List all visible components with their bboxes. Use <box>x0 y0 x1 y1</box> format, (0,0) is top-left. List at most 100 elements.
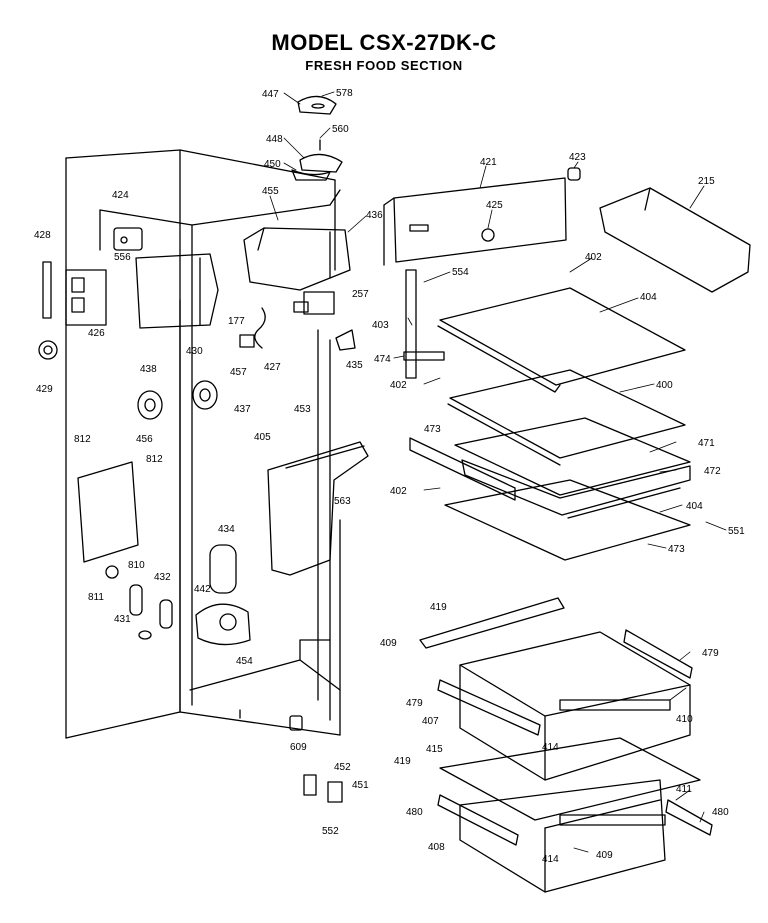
part-label: 424 <box>112 190 129 201</box>
dairy-bin-215 <box>599 187 751 293</box>
part-label: 473 <box>668 544 685 555</box>
part-label: 414 <box>542 742 559 753</box>
part-label: 448 <box>266 134 283 145</box>
part-label: 407 <box>422 716 439 727</box>
part-label: 419 <box>430 602 447 613</box>
cover-812 <box>77 461 139 563</box>
part-label: 410 <box>676 714 693 725</box>
part-label: 447 <box>262 89 279 100</box>
bracket-448 <box>299 139 343 173</box>
part-label: 455 <box>262 186 279 197</box>
part-label: 405 <box>254 432 271 443</box>
part-label: 560 <box>332 124 349 135</box>
part-label: 554 <box>452 267 469 278</box>
part-label: 812 <box>74 434 91 445</box>
light-socket-429 <box>38 340 58 360</box>
cover-415 <box>439 737 701 821</box>
rail-479-left <box>437 679 541 736</box>
rail-473 <box>409 437 516 501</box>
rail-479-right <box>623 629 693 679</box>
pan-support-419 <box>419 597 565 649</box>
cabinet-liner <box>65 149 341 739</box>
part-label: 426 <box>88 328 105 339</box>
part-label: 810 <box>128 560 145 571</box>
shelf-400 <box>447 369 686 466</box>
damper-442 <box>195 603 251 646</box>
part-label: 450 <box>264 159 281 170</box>
part-label: 427 <box>264 362 281 373</box>
bracket-451 <box>327 781 343 803</box>
part-label: 442 <box>194 584 211 595</box>
part-label: 454 <box>236 656 253 667</box>
switch-257 <box>303 291 335 315</box>
rail-480-left <box>437 794 519 846</box>
part-label: 811 <box>88 592 104 603</box>
page-subtitle: FRESH FOOD SECTION <box>305 58 463 73</box>
part-label: 415 <box>426 744 443 755</box>
part-label: 434 <box>218 524 235 535</box>
part-label: 404 <box>686 501 703 512</box>
part-label: 419 <box>394 756 411 767</box>
part-label: 551 <box>728 526 745 537</box>
cam-431 <box>129 584 143 616</box>
drawer-407 <box>459 631 691 781</box>
part-label: 215 <box>698 176 715 187</box>
shelf-404-top <box>437 287 686 393</box>
part-label: 480 <box>712 807 729 818</box>
page-title: MODEL CSX-27DK-C <box>271 30 497 55</box>
thermostat-424 <box>113 227 143 251</box>
part-label: 257 <box>352 289 369 300</box>
part-label: 435 <box>346 360 363 371</box>
part-label: 421 <box>480 157 497 168</box>
rail-480-right <box>665 799 713 836</box>
part-label: 428 <box>34 230 51 241</box>
part-label: 453 <box>294 404 311 415</box>
part-label: 432 <box>154 572 171 583</box>
housing-430 <box>135 253 219 329</box>
shelf-471 <box>454 417 691 496</box>
clip-435 <box>335 329 356 351</box>
part-609 <box>289 715 303 731</box>
part-label: 402 <box>390 380 407 391</box>
wire-harness-427 <box>239 301 309 349</box>
control-housing-436 <box>243 227 351 291</box>
damper-434 <box>209 544 237 594</box>
part-label: 473 <box>424 424 441 435</box>
knob-423 <box>567 167 581 181</box>
part-label: 609 <box>290 742 307 753</box>
part-label: 812 <box>146 454 163 465</box>
part-label: 409 <box>596 850 613 861</box>
part-label: 552 <box>322 826 339 837</box>
bracket-452 <box>303 774 317 796</box>
part-label: 404 <box>640 292 657 303</box>
knob-437 <box>192 380 218 410</box>
part-label: 430 <box>186 346 203 357</box>
air-duct-405 <box>267 441 369 576</box>
part-label: 414 <box>542 854 559 865</box>
part-label: 402 <box>390 486 407 497</box>
part-label: 400 <box>656 380 673 391</box>
pan-472 <box>461 459 691 519</box>
bracket-426 <box>65 269 107 326</box>
part-label: 556 <box>114 252 131 263</box>
part-label: 408 <box>428 842 445 853</box>
part-label: 471 <box>698 438 715 449</box>
part-label: 438 <box>140 364 157 375</box>
part-label: 431 <box>114 614 131 625</box>
part-label: 437 <box>234 404 251 415</box>
knob-438 <box>137 390 163 420</box>
part-label: 425 <box>486 200 503 211</box>
part-label: 429 <box>36 384 53 395</box>
part-label: 409 <box>380 638 397 649</box>
part-label: 480 <box>406 807 423 818</box>
drawer-408 <box>459 779 666 893</box>
part-label: 403 <box>372 320 389 331</box>
part-label: 456 <box>136 434 153 445</box>
part-label: 563 <box>334 496 351 507</box>
bracket-428 <box>42 261 52 319</box>
shelf-ladder-403 <box>405 269 417 379</box>
part-number-labels: 447 578 448 560 450 421 423 215 424 455 … <box>34 88 745 865</box>
part-label: 474 <box>374 354 391 365</box>
